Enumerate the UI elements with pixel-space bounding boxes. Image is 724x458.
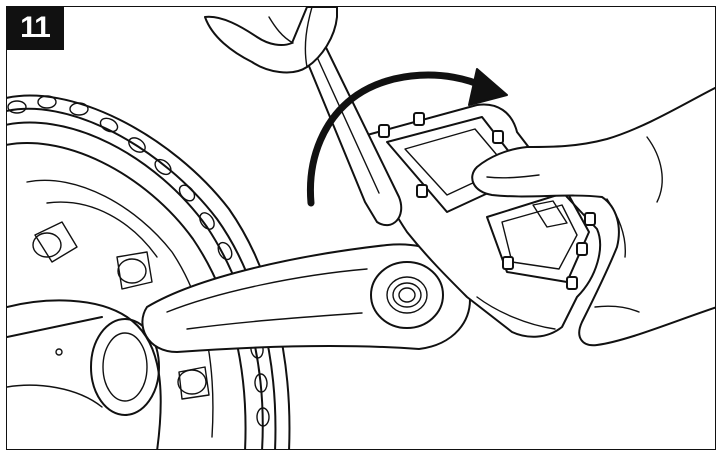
pedal-wrench [296, 24, 403, 227]
chainring [7, 121, 264, 449]
pedal-pins [378, 112, 596, 290]
crank-arm [141, 243, 471, 353]
hand-holding-pedal [471, 86, 715, 347]
step-number-badge: 11 [6, 6, 64, 50]
pedal-installation-drawing [7, 7, 715, 449]
clockwise-arrow-icon [306, 68, 508, 207]
bottom-bracket [7, 299, 162, 449]
hand-holding-wrench [204, 7, 338, 74]
bicycle-chain [7, 94, 291, 449]
illustration-frame [6, 6, 716, 450]
